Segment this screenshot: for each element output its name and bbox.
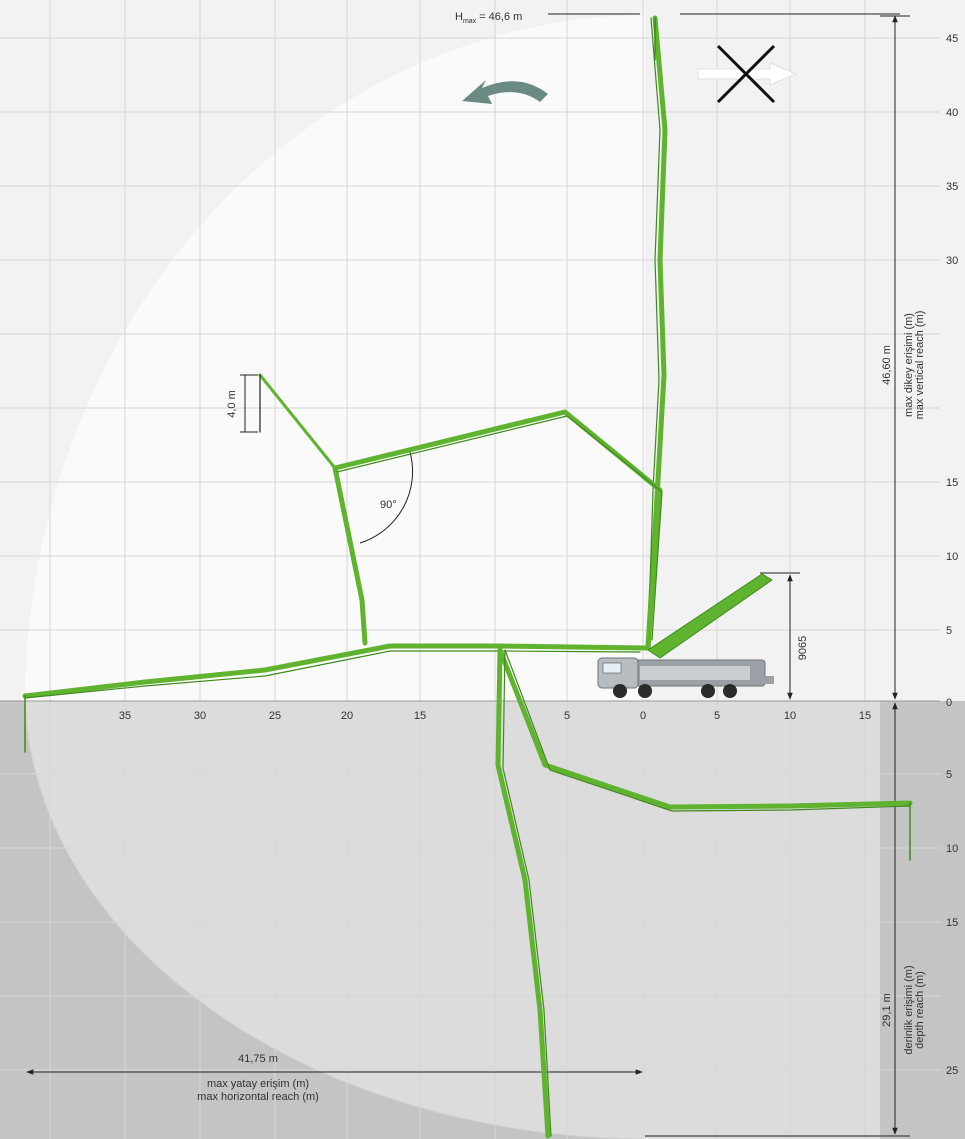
svg-text:5: 5: [946, 769, 952, 781]
svg-text:max dikey erişimi (m): max dikey erişimi (m): [903, 313, 915, 417]
boom-horizontal: [22, 643, 651, 699]
counterclockwise-arrow-icon: [462, 80, 548, 104]
boom-positions: [22, 15, 913, 1139]
folded-height-dimension: 9065: [760, 572, 809, 700]
boom-folded: [647, 573, 773, 659]
boom-mid-raised: [332, 409, 663, 651]
grid: [0, 0, 940, 1139]
vertical-reach-dimension: 46,60 m max dikey erişimi (m) max vertic…: [880, 15, 926, 700]
svg-text:4,0 m: 4,0 m: [226, 390, 238, 418]
boom-deep-down: [495, 647, 551, 1139]
svg-text:0: 0: [640, 710, 646, 722]
svg-text:9065: 9065: [797, 636, 809, 660]
svg-text:max horizontal reach (m): max horizontal reach (m): [197, 1091, 319, 1103]
hose-length-dimension: 4,0 m: [226, 374, 258, 433]
svg-text:15: 15: [946, 917, 958, 929]
svg-text:25: 25: [946, 1065, 958, 1077]
svg-text:15: 15: [946, 477, 958, 489]
svg-text:derinlik erişimi (m): derinlik erişimi (m): [903, 965, 915, 1054]
svg-text:46,60 m: 46,60 m: [881, 345, 893, 385]
boom-down-right: [497, 647, 913, 810]
svg-text:10: 10: [784, 710, 796, 722]
h-max-label: Hmax= 46,6 m: [455, 11, 522, 25]
truck-wheel: [638, 684, 652, 698]
svg-text:depth reach (m): depth reach (m): [914, 971, 926, 1049]
svg-text:29,1 m: 29,1 m: [881, 993, 893, 1027]
svg-text:5: 5: [564, 710, 570, 722]
svg-text:45: 45: [946, 33, 958, 45]
svg-text:max yatay erişim (m): max yatay erişim (m): [207, 1078, 309, 1090]
y-axis-ticks: 0 5 10 15 30 35 40 45 5 10 15 25: [946, 33, 958, 1077]
svg-text:10: 10: [946, 843, 958, 855]
svg-text:5: 5: [714, 710, 720, 722]
svg-text:25: 25: [269, 710, 281, 722]
depth-reach-dimension: 29,1 m derinlik erişimi (m) depth reach …: [645, 702, 926, 1137]
horizontal-reach-dimension: 41,75 m max yatay erişim (m) max horizon…: [26, 1053, 643, 1103]
truck-wheel: [723, 684, 737, 698]
pump-truck: [597, 657, 774, 698]
svg-text:35: 35: [119, 710, 131, 722]
svg-text:15: 15: [859, 710, 871, 722]
svg-text:30: 30: [946, 255, 958, 267]
svg-text:41,75 m: 41,75 m: [238, 1053, 278, 1065]
svg-text:40: 40: [946, 107, 958, 119]
svg-text:max vertical reach (m): max vertical reach (m): [914, 311, 926, 420]
svg-text:15: 15: [414, 710, 426, 722]
svg-text:20: 20: [341, 710, 353, 722]
truck-wheel: [613, 684, 627, 698]
svg-text:90°: 90°: [380, 499, 397, 511]
angle-arc: 90°: [359, 451, 414, 544]
no-movement-cross-icon: [697, 44, 798, 104]
x-axis-ticks: 35 30 25 20 15 5 0 5 10 15: [119, 710, 871, 722]
truck-wheel: [701, 684, 715, 698]
svg-text:0: 0: [946, 697, 952, 709]
svg-text:30: 30: [194, 710, 206, 722]
svg-text:10: 10: [946, 551, 958, 563]
svg-text:5: 5: [946, 625, 952, 637]
svg-text:35: 35: [946, 181, 958, 193]
